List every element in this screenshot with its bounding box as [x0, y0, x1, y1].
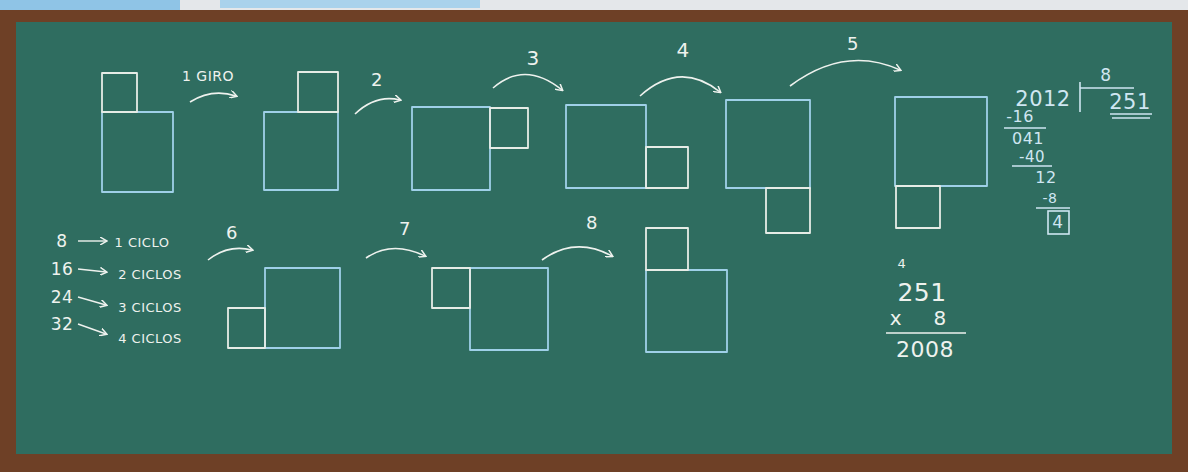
chalk-label: 32: [51, 316, 74, 333]
rotation-arrow: [208, 248, 252, 260]
big-square: [470, 268, 548, 350]
list-arrow: [78, 269, 106, 272]
chalk-label: 3: [526, 48, 539, 68]
chalk-label: 2 CICLOS: [118, 268, 182, 281]
big-square: [265, 268, 340, 348]
chalk-label: 1 CICLO: [115, 236, 170, 249]
list-arrow: [78, 240, 106, 241]
chalk-label: 7: [399, 220, 411, 238]
chalk-label: 4: [898, 257, 907, 270]
chalk-label: 2012: [1015, 89, 1070, 110]
chalk-label: 041: [1012, 131, 1044, 147]
list-arrow: [78, 324, 106, 334]
remainder-box: [1048, 211, 1069, 234]
rotation-arrow: [493, 74, 562, 90]
rotation-arrow: [190, 93, 236, 102]
big-square: [895, 97, 987, 186]
chalk-label: 8: [933, 308, 946, 328]
small-square: [646, 228, 688, 270]
rotation-arrow: [640, 77, 720, 96]
small-square: [102, 73, 137, 112]
chalk-label: -16: [1006, 109, 1034, 125]
chalk-label: 16: [51, 261, 74, 278]
chalk-label: 1 GIRO: [182, 69, 234, 83]
chalk-label: -40: [1019, 150, 1045, 165]
big-square: [264, 112, 338, 190]
big-square: [566, 105, 646, 188]
small-square: [228, 308, 265, 348]
underline: [1110, 113, 1152, 115]
list-arrow: [78, 297, 106, 305]
window: [0, 0, 180, 10]
chalk-label: 2: [371, 71, 383, 89]
subtraction-line: [1036, 207, 1070, 209]
small-square: [646, 147, 688, 188]
small-square: [766, 188, 810, 233]
chalk-label: 4: [676, 40, 689, 60]
multiplication-line: [886, 332, 966, 334]
small-square: [432, 268, 470, 308]
chalk-label: x: [890, 308, 902, 328]
chalk-label: 8: [56, 233, 67, 250]
chalk-label: 4 CICLOS: [118, 332, 182, 345]
rotation-arrow: [542, 247, 612, 260]
rotation-arrow: [790, 61, 900, 86]
chalk-label: 24: [51, 289, 74, 306]
chalk-label: 3 CICLOS: [118, 301, 182, 314]
division-bar: [1079, 82, 1081, 112]
big-square: [726, 100, 810, 188]
chalk-label: 251: [1109, 92, 1151, 113]
chalk-label: 12: [1035, 170, 1056, 186]
chalk-label: 8: [586, 214, 598, 232]
chalk-label: -8: [1043, 191, 1058, 205]
chalk-label: 2008: [896, 339, 954, 361]
chalk-label: 8: [1100, 67, 1111, 84]
rotation-arrow: [355, 99, 400, 114]
board-surface: [16, 22, 1172, 454]
chalk-label: 6: [226, 224, 238, 242]
rotation-arrow: [366, 248, 425, 258]
big-square: [646, 270, 727, 352]
big-square: [102, 112, 173, 192]
division-bar: [1080, 87, 1134, 89]
big-square: [412, 107, 490, 190]
chalk-label: 251: [897, 280, 946, 305]
small-square: [298, 72, 338, 112]
board-frame: [0, 10, 1188, 472]
window: [220, 0, 480, 8]
subtraction-line: [1004, 127, 1046, 129]
chalk-label: 5: [847, 35, 859, 53]
subtraction-line: [1012, 165, 1052, 167]
underline: [1112, 117, 1150, 119]
small-square: [896, 186, 940, 228]
chalk-label: 4: [1052, 214, 1063, 231]
small-square: [490, 108, 528, 148]
